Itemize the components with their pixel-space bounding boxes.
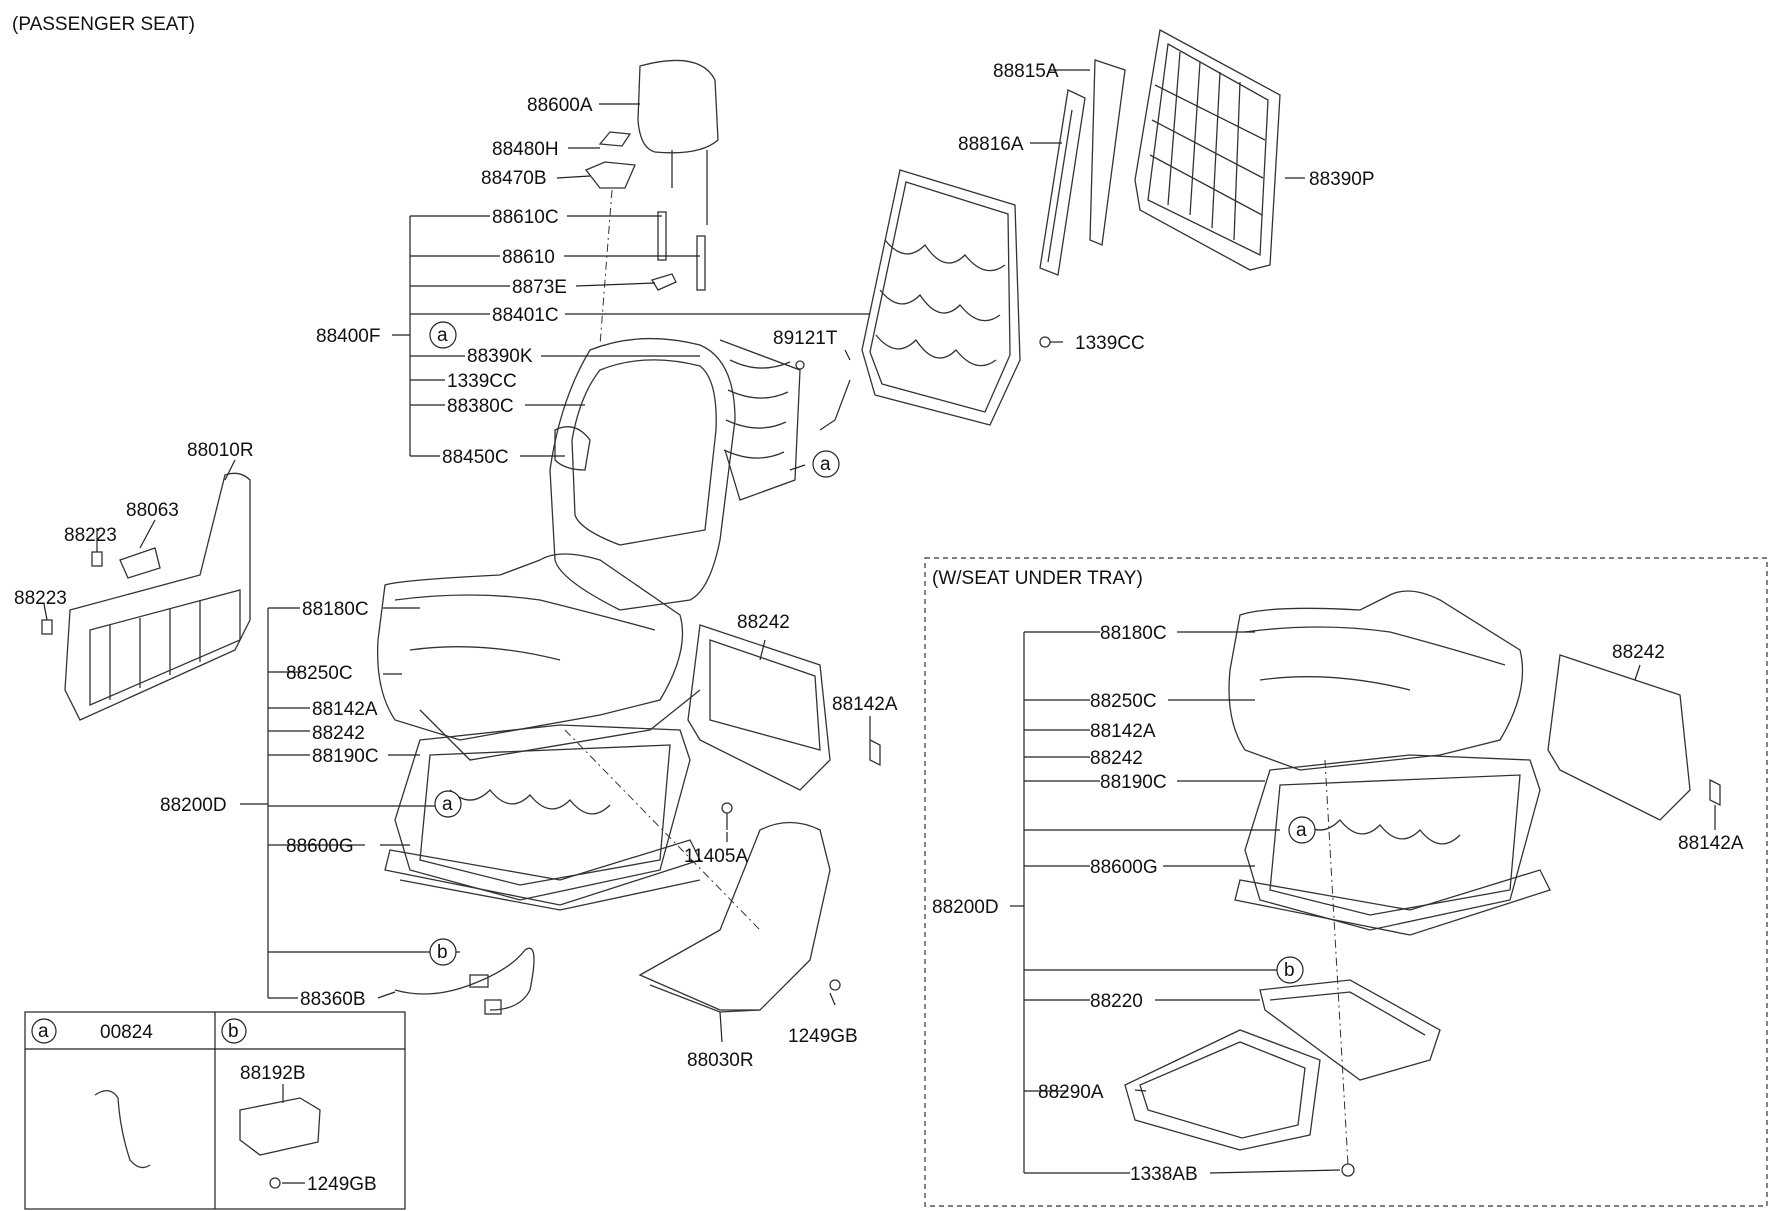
seatback-frame-illustration (795, 169, 1051, 431)
label-88180C: 88180C (302, 599, 369, 620)
clip-illustration (94, 1090, 151, 1169)
legend-a-marker: a (38, 1021, 49, 1042)
seatback-cushion-illustration (549, 337, 801, 611)
label-88142A-a: 88142A (312, 699, 378, 720)
callout-a-label-3: a (442, 794, 453, 815)
label-11405A: 11405A (684, 846, 748, 867)
label-88242-a: 88242 (312, 723, 365, 744)
legend-b-marker: b (228, 1021, 239, 1042)
label-88600G: 88600G (286, 836, 354, 857)
callout-b-label: b (437, 942, 448, 963)
label-88190C: 88190C (312, 746, 379, 767)
tray-label-88600G: 88600G (1090, 857, 1158, 878)
seat-cushion-illustration (376, 553, 701, 761)
tray-label-88242-a: 88242 (1090, 748, 1143, 769)
back-panel-illustration (1039, 28, 1281, 276)
label-88360B: 88360B (300, 989, 366, 1010)
wiring-harness-illustration (394, 947, 535, 1015)
tray-label-88250C: 88250C (1090, 691, 1157, 712)
tray-label-88142A-a: 88142A (1090, 721, 1156, 742)
callout-b-marker (429, 938, 457, 966)
label-88223-b: 88223 (14, 588, 67, 609)
tray-section-title: (W/SEAT UNDER TRAY) (932, 568, 1143, 589)
legend-b-bolt: 1249GB (307, 1174, 377, 1195)
label-88450C: 88450C (442, 447, 509, 468)
side-shield-illustration (41, 472, 251, 721)
tray-callout-b: b (1284, 960, 1295, 981)
callout-a-label-2: a (820, 454, 831, 475)
diagram-title: (PASSENGER SEAT) (12, 14, 195, 35)
tray-label-88242-b: 88242 (1612, 642, 1665, 663)
label-88390K: 88390K (467, 346, 533, 367)
label-88610: 88610 (502, 247, 555, 268)
tray-callout-a: a (1296, 820, 1307, 841)
callout-a-marker-2 (812, 450, 840, 478)
tray-label-88200D: 88200D (932, 897, 999, 918)
callout-a-marker-3 (434, 790, 462, 818)
label-88816A: 88816A (958, 134, 1024, 155)
seat-frame-illustration (384, 724, 733, 911)
tray-label-88190C: 88190C (1100, 772, 1167, 793)
label-88815A: 88815A (993, 61, 1059, 82)
label-88610C: 88610C (492, 207, 559, 228)
label-1249GB-a: 1249GB (788, 1026, 858, 1047)
label-88400F: 88400F (316, 326, 380, 347)
label-88223-a: 88223 (64, 525, 117, 546)
label-1339CC-b: 1339CC (1075, 333, 1145, 354)
label-1339CC-a: 1339CC (447, 371, 517, 392)
label-88250C: 88250C (286, 663, 353, 684)
label-88401C: 88401C (492, 305, 559, 326)
label-88063: 88063 (126, 500, 179, 521)
label-88010R: 88010R (187, 440, 254, 461)
label-88142A-b: 88142A (832, 694, 898, 715)
tray-label-1338AB: 1338AB (1130, 1164, 1198, 1185)
label-88030R: 88030R (687, 1050, 754, 1071)
label-88242-b: 88242 (737, 612, 790, 633)
leader-lines-main (43, 69, 1305, 1043)
label-8873E: 8873E (512, 277, 567, 298)
label-88200D: 88200D (160, 795, 227, 816)
callout-a-label: a (437, 325, 448, 346)
label-88380C: 88380C (447, 396, 514, 417)
tray-label-88220: 88220 (1090, 991, 1143, 1012)
tray-label-88290A: 88290A (1038, 1082, 1104, 1103)
label-88390P: 88390P (1309, 169, 1375, 190)
label-88470B: 88470B (481, 168, 547, 189)
legend-table: a 00824 b 88192B 1249GB (24, 1011, 406, 1210)
headrest-illustration (584, 59, 719, 291)
tray-label-88180C: 88180C (1100, 623, 1167, 644)
seat-side-panel-illustration (687, 624, 881, 791)
module-illustration (239, 1097, 321, 1156)
legend-b-part: 88192B (240, 1063, 306, 1084)
label-88480H: 88480H (492, 139, 559, 160)
tray-label-88142A-b: 88142A (1678, 833, 1744, 854)
legend-a-part: 00824 (100, 1022, 153, 1043)
callout-a-marker (429, 321, 457, 349)
label-89121T: 89121T (773, 328, 838, 349)
tray-section: (W/SEAT UNDER TRAY) (924, 557, 1768, 1207)
label-88600A: 88600A (527, 95, 593, 116)
